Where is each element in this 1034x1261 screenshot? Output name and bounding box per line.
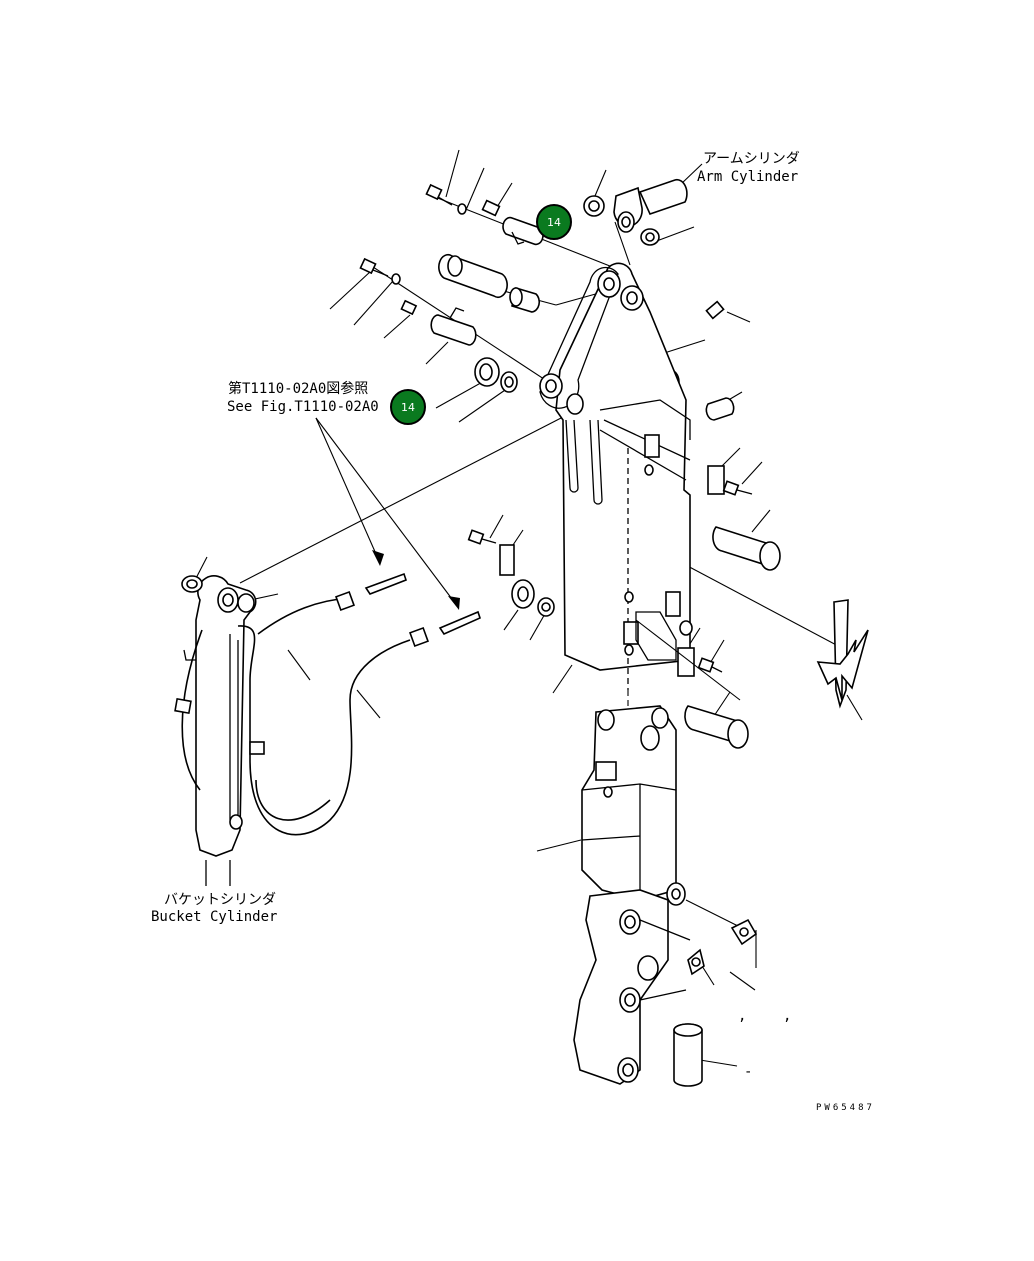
stray-mark-comma: , [738, 1008, 747, 1024]
warning-symbol [816, 599, 869, 709]
arm-cylinder-label-jp: アームシリンダ [703, 151, 800, 167]
stray-mark-comma: , [783, 1008, 792, 1024]
callout-badge-14[interactable]: 14 [536, 204, 572, 240]
arm-cylinder-label-en: Arm Cylinder [697, 169, 799, 185]
bucket-cylinder-label-en: Bucket Cylinder [151, 909, 278, 925]
figure-reference-jp: 第T1110-02A0図参照 [228, 381, 369, 397]
bucket-cylinder [174, 572, 481, 886]
leader-lines [192, 149, 863, 1067]
bucket-cylinder-label-jp: バケットシリンダ [164, 892, 276, 908]
breaker-body [573, 705, 758, 1087]
drawing-code: PW65487 [816, 1103, 875, 1113]
figure-reference-en: See Fig.T1110-02A0 [227, 399, 379, 415]
callout-badge-14[interactable]: 14 [390, 389, 426, 425]
arm-bracket [467, 262, 781, 749]
stray-mark-dash: - [744, 1064, 753, 1080]
